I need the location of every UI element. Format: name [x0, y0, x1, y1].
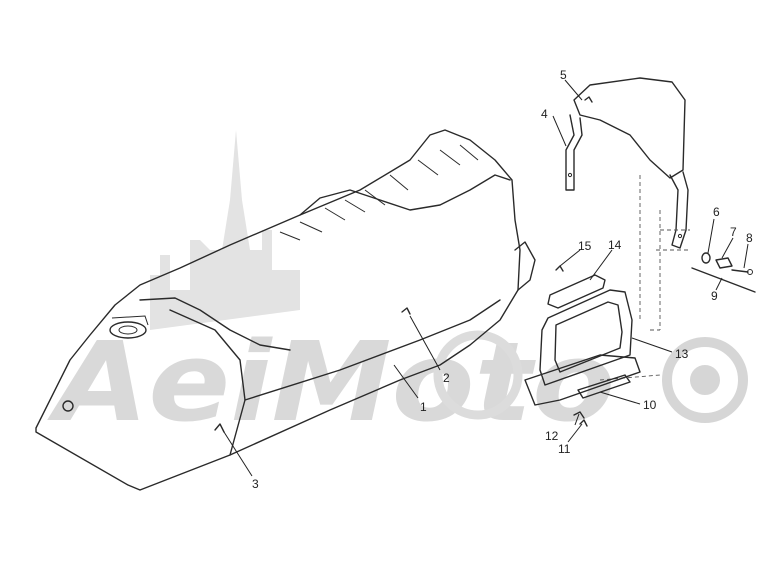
callout-6: 6	[713, 205, 720, 219]
washer-12	[573, 411, 585, 419]
rack-frame-inner	[554, 301, 623, 373]
spacer-7	[715, 257, 733, 269]
screw-11	[579, 419, 588, 427]
watermark-wheel	[662, 337, 748, 423]
callout-3: 3	[252, 477, 259, 491]
watermark: AeiMoto	[46, 130, 748, 446]
callout-11: 11	[558, 442, 571, 456]
seat-base-line	[244, 299, 501, 401]
callout-13: 13	[675, 347, 689, 361]
backrest-assembly	[565, 77, 689, 249]
bolt-8-head	[747, 269, 753, 275]
clip-2	[401, 307, 411, 315]
backrest-screw-5	[584, 96, 593, 103]
callout-1: 1	[420, 400, 427, 414]
seat-rear-bracket	[514, 241, 536, 291]
seat-ribs	[279, 144, 479, 241]
callout-8: 8	[746, 231, 753, 245]
watermark-wheel-left	[433, 330, 523, 420]
backrest-strap-right	[669, 171, 689, 249]
callout-9: 9	[711, 289, 718, 303]
fuel-cap	[109, 315, 149, 339]
backrest-bolt-1	[567, 172, 573, 178]
bolt-8	[731, 269, 749, 273]
seat-side-hole	[62, 400, 74, 412]
callout-14: 14	[608, 238, 622, 252]
backrest-strap-left	[565, 114, 583, 191]
leader-lines	[223, 79, 749, 477]
luggage-rack-assembly	[524, 265, 641, 427]
callout-2: 2	[443, 371, 450, 385]
rack-base	[524, 354, 641, 406]
seat-outline	[35, 129, 521, 491]
rack-frame	[539, 289, 633, 386]
pad-10	[577, 374, 631, 399]
callout-4: 4	[541, 107, 548, 121]
bracket-9	[691, 267, 756, 293]
handle-14	[547, 274, 606, 309]
seat-top-ridge	[299, 174, 511, 216]
callout-7: 7	[730, 225, 737, 239]
seat-assembly	[35, 129, 536, 491]
callout-10: 10	[643, 398, 657, 412]
screw-15	[555, 265, 564, 272]
callout-15: 15	[578, 239, 592, 253]
clip-3	[214, 423, 225, 433]
backrest-pad	[573, 77, 686, 179]
callout-labels: 1 2 3 4 5 6 7 8 9 10 11 12 13 14 15	[252, 68, 753, 491]
seat-side-line	[169, 309, 246, 456]
backrest-bolt-2	[677, 233, 683, 239]
watermark-skyline	[150, 130, 300, 330]
mount-hardware	[691, 252, 756, 293]
callout-12: 12	[545, 429, 559, 443]
callout-5: 5	[560, 68, 567, 82]
nut-6	[701, 252, 711, 264]
seat-front-edge	[139, 297, 291, 351]
